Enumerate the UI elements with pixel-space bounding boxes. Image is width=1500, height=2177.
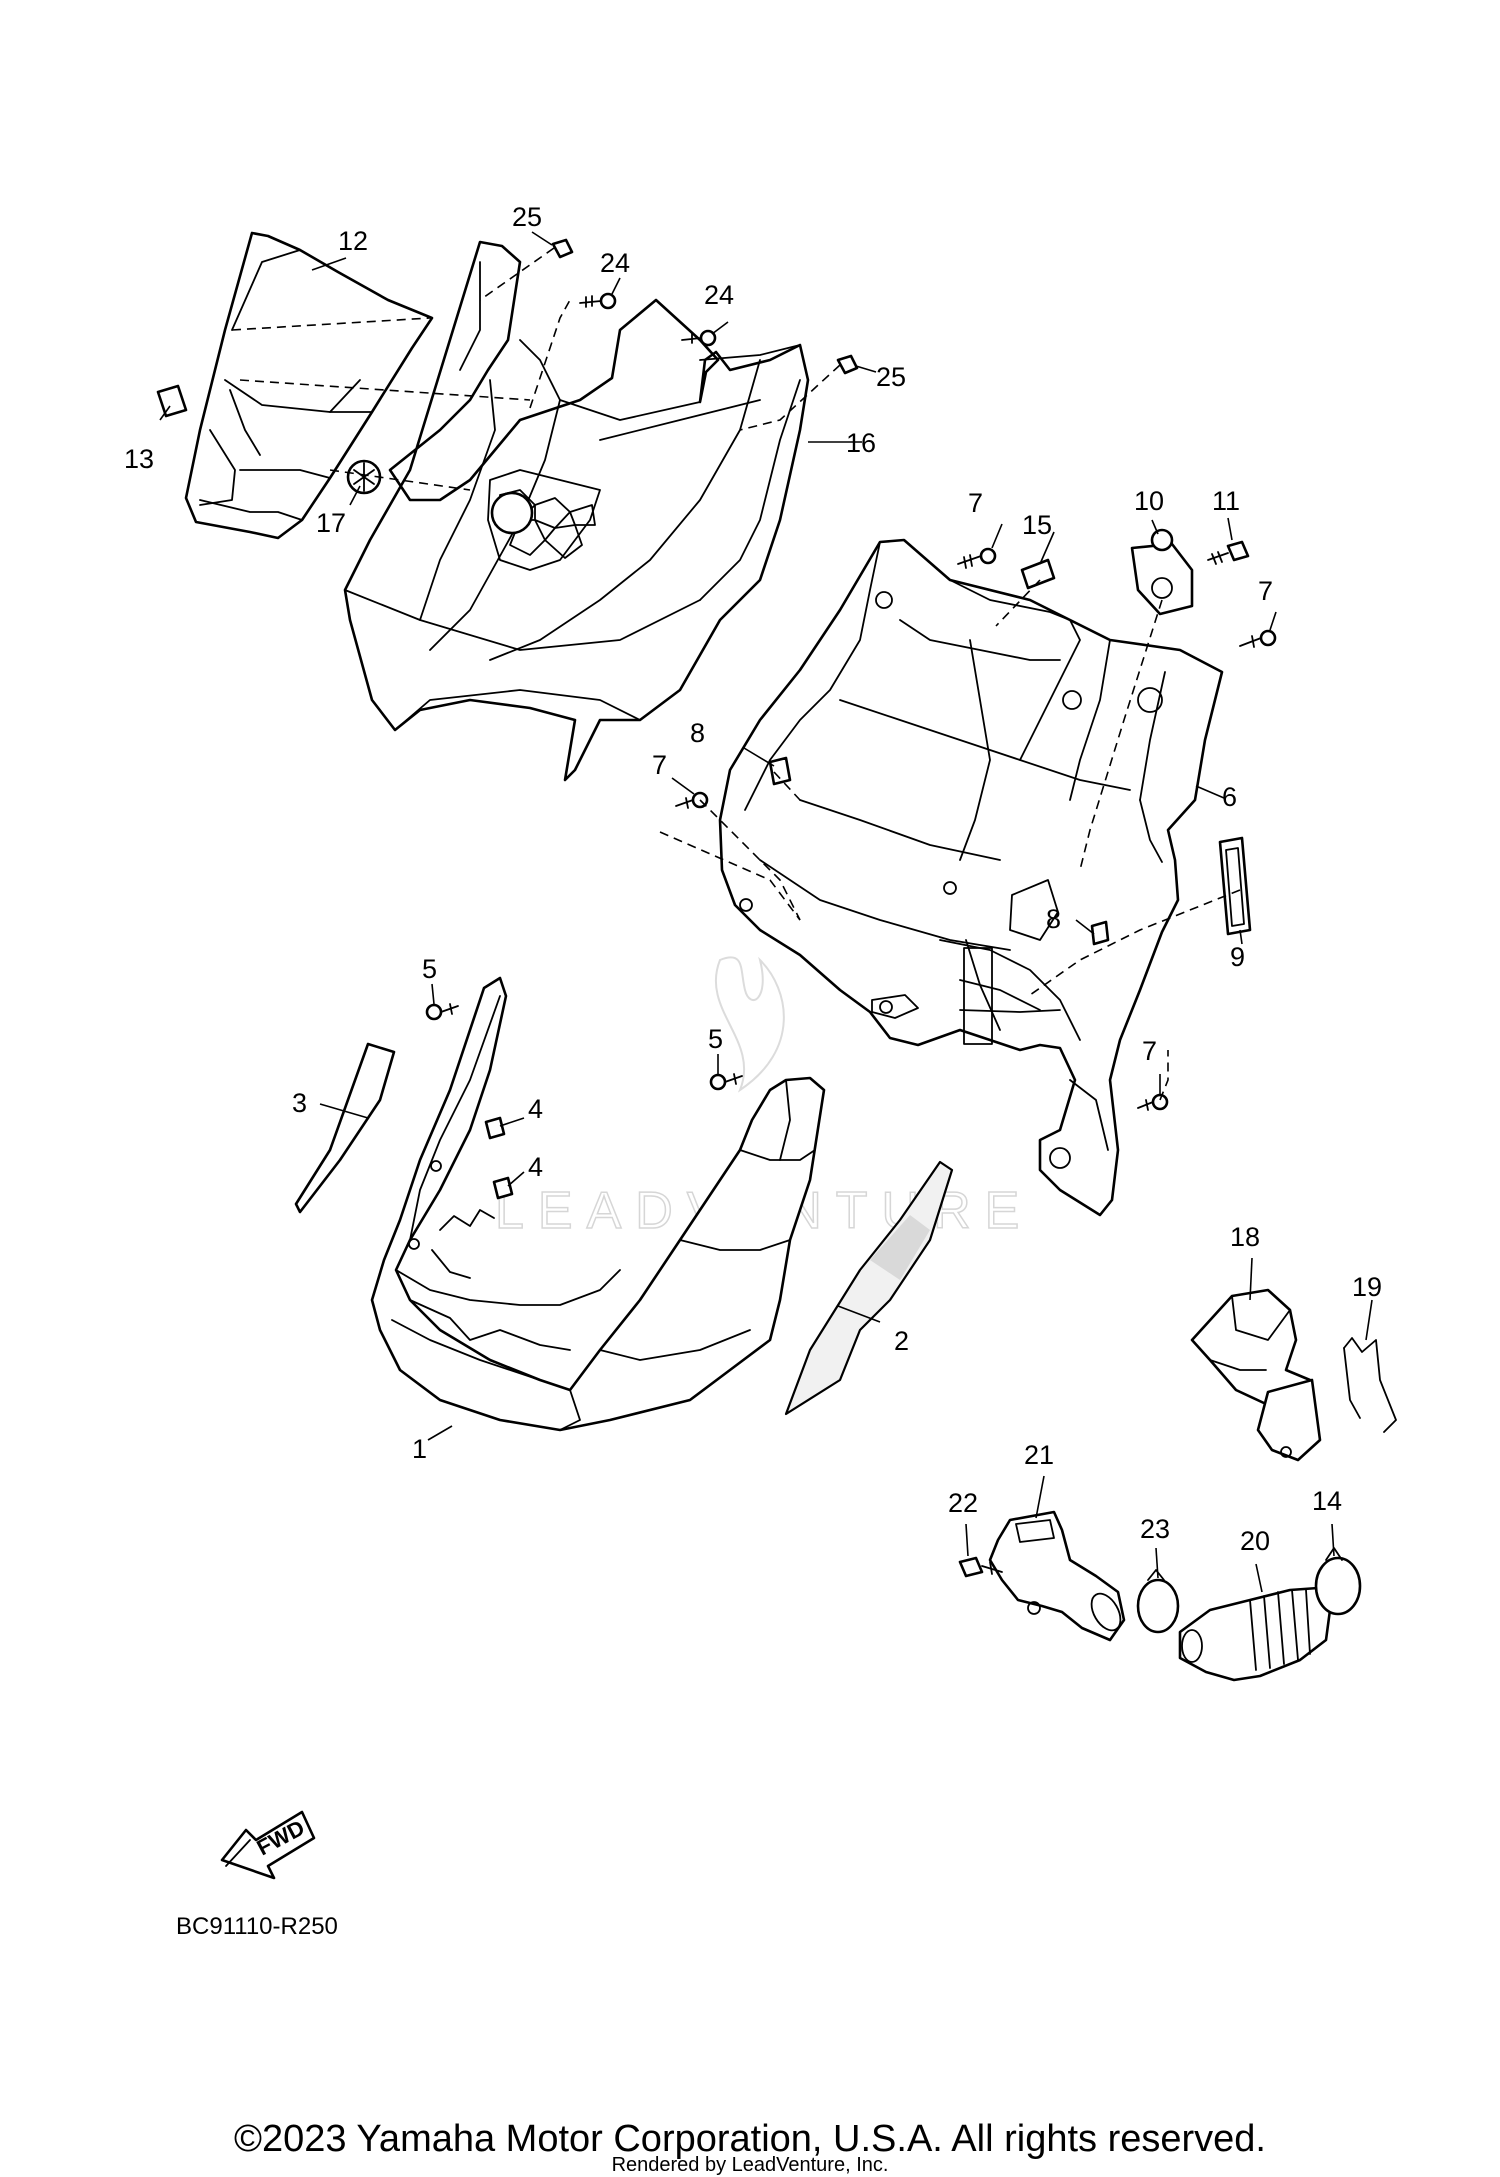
callout-23: 17	[316, 508, 346, 538]
part-11-bolt	[1207, 540, 1250, 565]
callout-7-top: 7	[968, 488, 983, 518]
callout-7-bottom: 7	[1142, 1036, 1157, 1066]
part-23-emblem	[346, 459, 382, 495]
callout-3: 3	[292, 1088, 307, 1118]
part-7-screw-bottom	[1137, 1093, 1169, 1111]
copyright-notice: ©2023 Yamaha Motor Corporation, U.S.A. A…	[234, 2118, 1266, 2160]
vent-ribs	[439, 1209, 495, 1231]
callout-18: 14	[1312, 1486, 1342, 1516]
part-19-clamp	[1136, 1569, 1180, 1634]
emblem-socket	[490, 491, 534, 535]
callout-8-left: 8	[690, 718, 705, 748]
part-20-bolt	[958, 1556, 1003, 1578]
part-7-screw-right	[1239, 629, 1277, 648]
part-17-spring-clip	[1343, 1337, 1397, 1433]
callout-2: 2	[894, 1326, 909, 1356]
callout-19: 23	[1140, 1514, 1170, 1544]
callout-20: 22	[948, 1488, 978, 1518]
part-6-inner-panel	[718, 538, 1224, 1217]
diagram-code: BC91110-R250	[176, 1913, 338, 1940]
callout-8-right: 8	[1046, 904, 1061, 934]
part-5-screw-left	[425, 1003, 459, 1021]
callout-15: 21	[1024, 1440, 1054, 1470]
panel-opening	[1009, 879, 1059, 941]
rendered-by-notice: Rendered by LeadVenture, Inc.	[611, 2154, 889, 2176]
assembly-lines	[231, 247, 1241, 1101]
part-14-intake-hose	[1178, 1586, 1332, 1682]
callout-12: 12	[338, 226, 368, 256]
part-25-clip-right	[836, 354, 859, 375]
callout-1: 1	[412, 1434, 427, 1464]
callout-25-right: 25	[876, 362, 906, 392]
part-24-screw-upper	[579, 292, 617, 310]
part-9-seal	[1218, 836, 1252, 936]
part-1-lower-front-cowl	[370, 976, 826, 1432]
callout-5-left: 5	[422, 954, 437, 984]
part-8-nut-left	[768, 756, 792, 786]
callout-25-upper: 25	[512, 202, 542, 232]
part-2-decal-right	[784, 1160, 954, 1416]
part-5-screw-right	[709, 1073, 743, 1091]
part-7-screw-left	[675, 791, 709, 809]
callout-14: 20	[1240, 1526, 1270, 1556]
callout-21: 15	[1022, 510, 1052, 540]
callout-17: 19	[1352, 1272, 1382, 1302]
callout-24-right: 24	[704, 280, 734, 310]
leader-lines	[159, 231, 1373, 1593]
part-3-decal-left	[294, 1042, 396, 1214]
part-21-label	[1020, 558, 1056, 590]
part-24-screw-right	[681, 329, 717, 347]
part-4-nut-upper	[484, 1116, 506, 1140]
part-7-screw-top	[957, 547, 997, 569]
callout-10: 10	[1134, 486, 1164, 516]
part-15-joint	[988, 1510, 1126, 1642]
part-12-inner-cover	[184, 231, 434, 540]
callout-5-right: 5	[708, 1024, 723, 1054]
callout-16: 18	[1230, 1222, 1260, 1252]
part-25-clip-upper	[551, 238, 574, 259]
callout-24-upper: 24	[600, 248, 630, 278]
part-16-duct	[1190, 1288, 1322, 1462]
part-10-grommet	[1130, 528, 1194, 616]
fwd-arrow: FWD	[220, 1810, 316, 1880]
part-18-clamp	[1314, 1547, 1362, 1616]
callout-9: 9	[1230, 942, 1245, 972]
part-13-label	[156, 384, 188, 418]
callouts: 12 13 17 25 24 24 25 16 7 15 10 11 7 6 9…	[124, 202, 1382, 1556]
callout-7-right: 7	[1258, 576, 1273, 606]
callout-4-lower: 4	[528, 1152, 543, 1182]
callout-11: 11	[1212, 486, 1240, 516]
part-8-nut-right	[1090, 920, 1110, 946]
part-4-nut-lower	[492, 1176, 514, 1200]
callout-13: 13	[124, 444, 154, 474]
callout-4-upper: 4	[528, 1094, 543, 1124]
part-22-upper-cowl	[343, 240, 810, 782]
callout-22: 16	[846, 428, 876, 458]
callout-6: 6	[1222, 782, 1237, 812]
duct-socket	[963, 947, 993, 1045]
callout-7-left: 7	[652, 750, 667, 780]
